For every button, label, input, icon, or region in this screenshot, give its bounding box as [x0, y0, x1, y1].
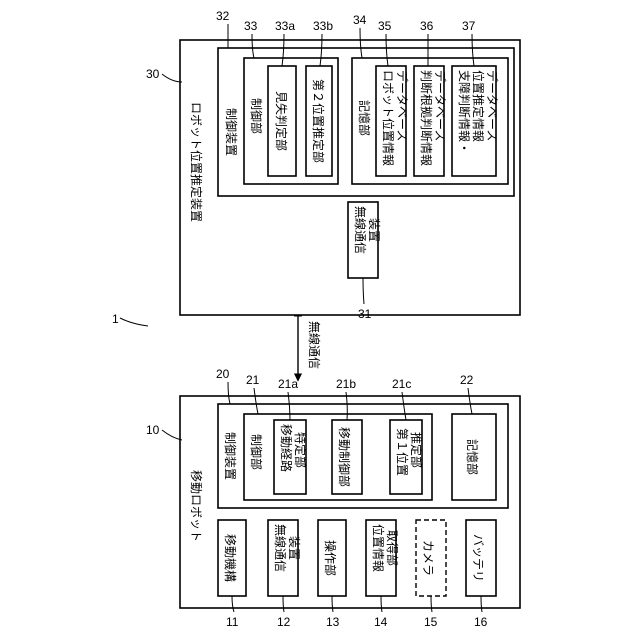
lost-judgement-label: 見失判定部 — [274, 91, 289, 151]
db35-line1: ロボット位置情報 — [381, 70, 396, 166]
operation-unit-label: 操作部 — [323, 540, 338, 576]
estimator-title: ロボット位置推定装置 — [189, 102, 204, 222]
pos-info-line1: 位置情報 — [371, 524, 386, 572]
estimator-wireless-line2: 装置 — [367, 218, 381, 242]
robot-control-device-ref: 20 — [216, 367, 230, 381]
estimator-wireless-line1: 無線通信 — [353, 206, 368, 254]
mobile-robot: 10 移動ロボット 20 制御装置 21 制御部 21a 移動経路 特定部 21… — [146, 367, 520, 629]
operation-ref: 13 — [326, 615, 340, 629]
estimator-wireless-ref: 31 — [358, 307, 372, 321]
db35-ref: 35 — [378, 19, 392, 33]
estimator-storage-ref: 34 — [353, 13, 367, 27]
move-ctrl-label: 移動制御部 — [337, 427, 352, 487]
db37-line2: 位置推定情報 — [471, 70, 486, 142]
route-line1: 移動経路 — [279, 424, 294, 472]
robot-control-unit-label: 制御部 — [249, 434, 264, 470]
move-ctrl-ref: 21b — [336, 377, 356, 391]
robot-wireless-ref: 12 — [277, 615, 291, 629]
db37-line3: データベース — [485, 70, 500, 141]
second-position-label: 第２位置推定部 — [311, 79, 326, 163]
system-ref-leader — [120, 318, 148, 326]
robot-storage-ref: 22 — [460, 373, 474, 387]
movement-mechanism-label: 移動機構 — [223, 534, 238, 582]
robot-control-unit-ref: 21 — [246, 373, 260, 387]
db37-line1: 支障判断情報・ — [457, 70, 472, 154]
pos-info-line2: 取得部 — [385, 530, 400, 566]
mechanism-ref: 11 — [226, 615, 239, 629]
db35-line2: データベース — [395, 70, 410, 141]
db37-ref: 37 — [462, 19, 476, 33]
robot-ref: 10 — [146, 423, 160, 437]
pos-info-ref: 14 — [374, 615, 388, 629]
db36-line1: 判断根拠判断情報 — [419, 70, 434, 166]
robot-title: 移動ロボット — [189, 470, 203, 542]
camera-ref: 15 — [424, 615, 438, 629]
system-ref-label: 1 — [112, 312, 119, 326]
robot-storage-label: 記憶部 — [465, 439, 480, 475]
route-line2: 特定部 — [293, 432, 308, 468]
robot-control-device-label: 制御装置 — [223, 432, 238, 480]
db36-line2: データベース — [433, 70, 448, 141]
wireless-comm-label: 無線通信 — [307, 321, 322, 369]
pos1-ref: 21c — [392, 377, 411, 391]
estimator-control-unit-label: 制御部 — [249, 98, 264, 134]
pos1-line1: 第１位置 — [395, 428, 410, 476]
camera-label: カメラ — [421, 540, 435, 576]
db36-ref: 36 — [420, 19, 434, 33]
robot-position-estimator: 30 ロボット位置推定装置 32 制御装置 33 制御部 33a 見失判定部 3… — [146, 9, 520, 321]
estimator-control-unit-ref: 33 — [244, 19, 258, 33]
system-reference: 1 — [112, 312, 148, 326]
estimator-ref-leader — [162, 74, 182, 82]
battery-ref: 16 — [474, 615, 488, 629]
estimator-ref: 30 — [146, 67, 160, 81]
wireless-communication-link: 無線通信 — [298, 310, 322, 380]
estimator-storage-label: 記憶部 — [357, 100, 372, 136]
pos1-line2: 推定部 — [409, 432, 424, 468]
robot-wireless-line1: 無線通信 — [273, 524, 288, 572]
battery-label: バッテリ — [471, 534, 485, 582]
estimator-control-device-ref: 32 — [216, 9, 230, 23]
route-ref: 21a — [278, 377, 298, 391]
estimator-control-device-label: 制御装置 — [224, 108, 239, 156]
robot-wireless-line2: 装置 — [287, 536, 301, 560]
lost-judgement-ref: 33a — [275, 19, 295, 33]
second-position-ref: 33b — [313, 19, 333, 33]
robot-ref-leader — [162, 430, 182, 440]
